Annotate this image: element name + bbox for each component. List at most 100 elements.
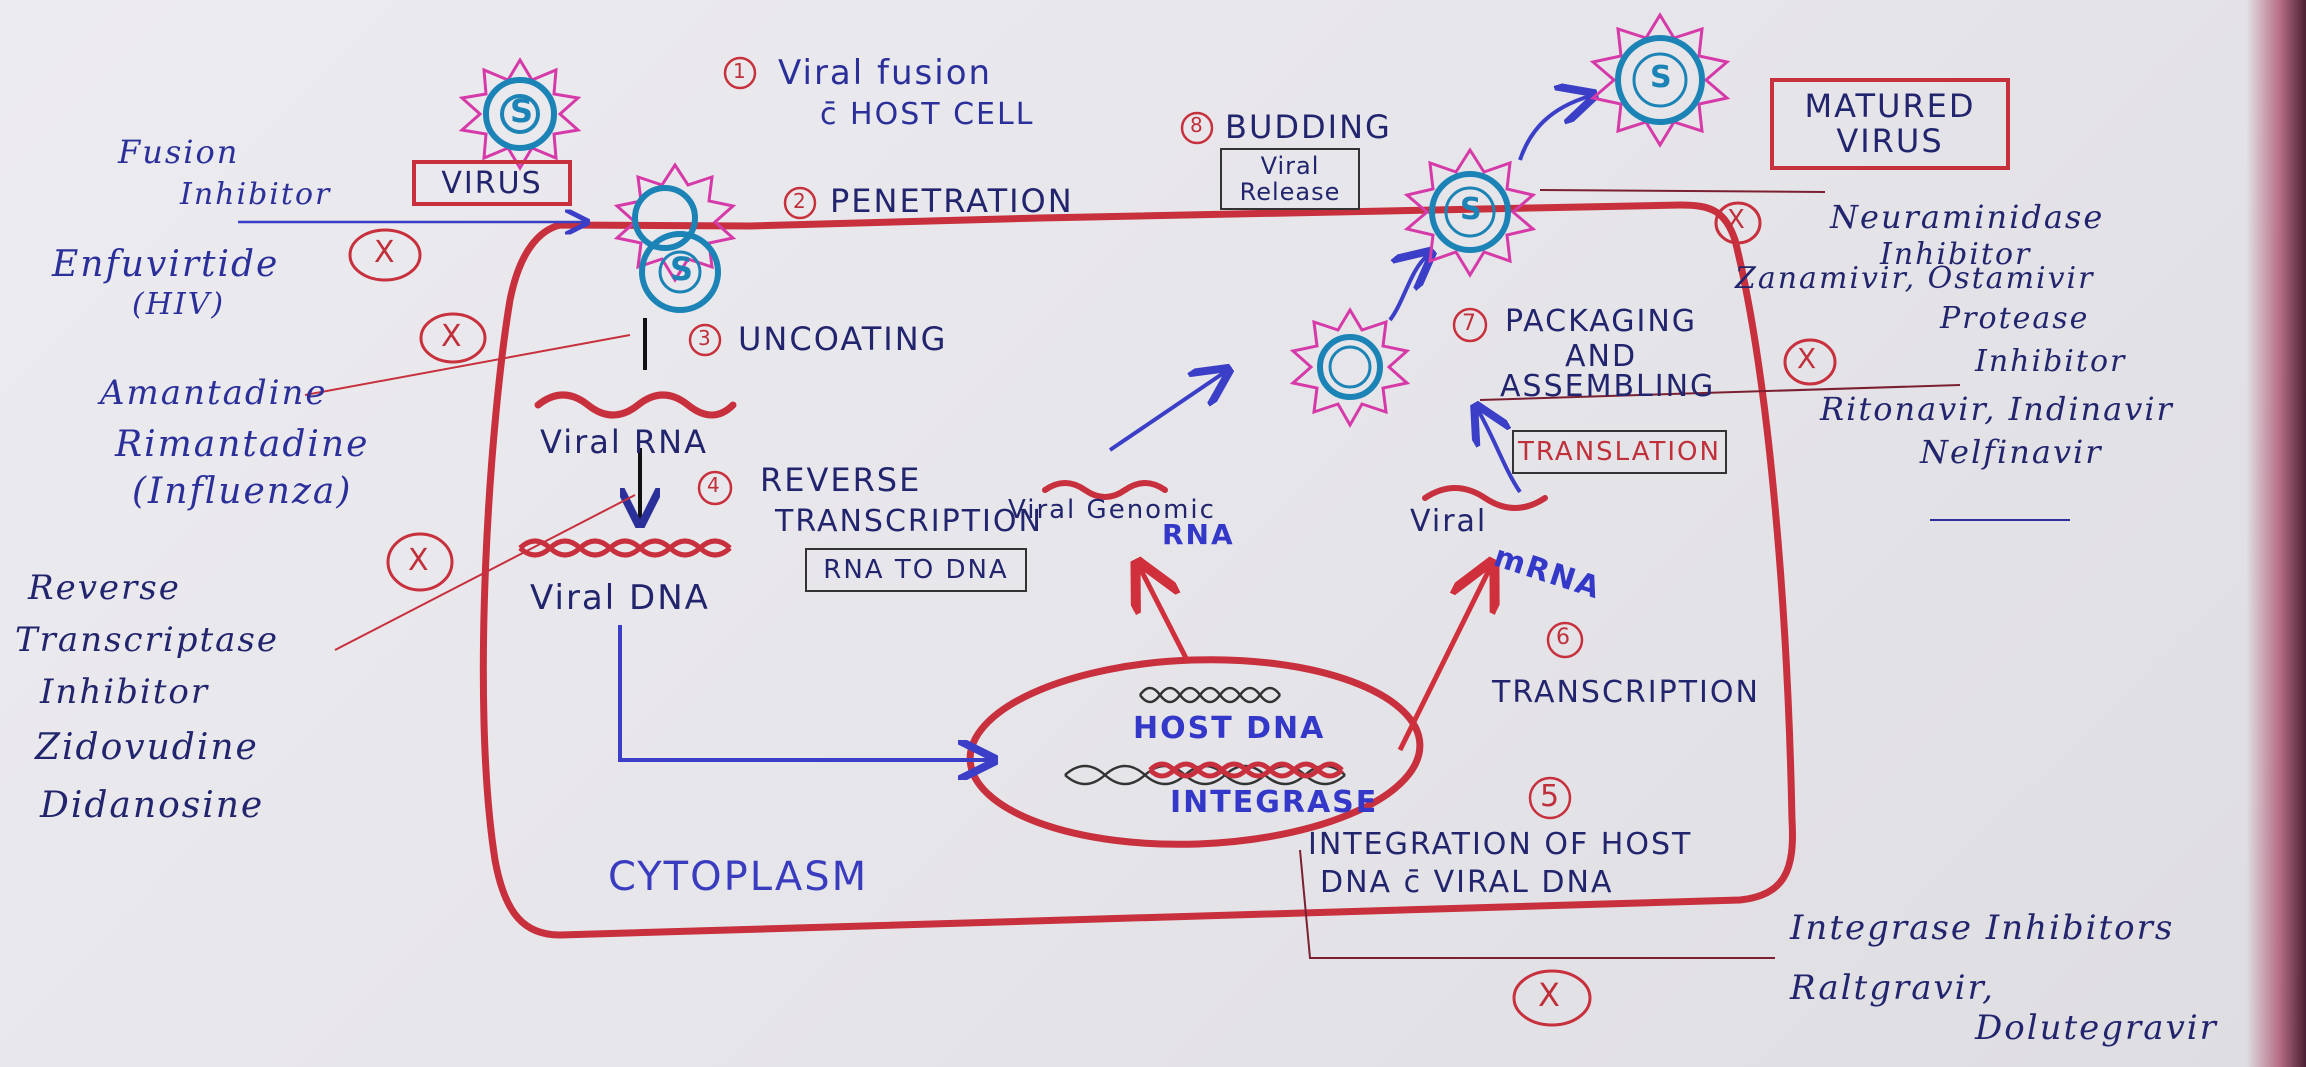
rt-block-mark: X: [408, 543, 431, 578]
viral-dna-strand: [518, 538, 732, 558]
fusion-inhibitor-note: (HIV): [132, 287, 226, 322]
integrase-inhibitor-line3: Dolutegravir: [1975, 1008, 2218, 1048]
step-3-number: 3: [698, 326, 713, 350]
viral-release-line1: Viral: [1260, 151, 1320, 180]
step-6-label: TRANSCRIPTION: [1492, 675, 1760, 710]
fusion-inhibitor-drug: Enfuvirtide: [52, 244, 280, 285]
nucleus-to-mrna-arrow: [1397, 568, 1490, 752]
neuraminidase-pointer: [1539, 189, 1826, 193]
dna-to-nucleus-arrow: [618, 625, 990, 760]
step-1-label-line2: c̄ HOST CELL: [820, 97, 1035, 132]
integrase-inhibitor-line1: Integrase Inhibitors: [1790, 908, 2175, 948]
virus-matured: [1589, 12, 1731, 148]
assembly-to-budding-arrow: [1388, 255, 1428, 322]
virus-free: [458, 57, 582, 171]
host-nucleus: [966, 656, 1424, 848]
step-7-number: 7: [1462, 311, 1478, 336]
viral-release-box: Viral Release: [1220, 148, 1360, 210]
virus-symbol-budding: S: [1460, 192, 1484, 227]
neuraminidase-line2: Inhibitor: [1880, 237, 2032, 272]
uncoating-pointer: [304, 334, 631, 396]
rt-pointer: [334, 494, 636, 651]
virus-label: VIRUS: [441, 165, 543, 201]
protease-drugs-2: Nelfinavir: [1920, 433, 2103, 471]
integrase-pointer: [1299, 849, 1775, 959]
rt-inhibitor-line2: Transcriptase: [15, 620, 279, 660]
viral-dna-label: Viral DNA: [530, 578, 710, 618]
step-6-number: 6: [1556, 625, 1572, 650]
translation-box: TRANSLATION: [1512, 430, 1727, 474]
neuraminidase-line1: Neuraminidase: [1830, 198, 2105, 236]
step-5-label: INTEGRATION OF HOST: [1308, 827, 1693, 862]
integrated-viral-dna: [1148, 761, 1344, 779]
genomic-to-assembly-arrow: [1108, 372, 1225, 452]
step-4-label: REVERSE: [760, 461, 922, 499]
step-7-label-line3: ASSEMBLING: [1500, 369, 1716, 404]
step-2-label: PENETRATION: [830, 182, 1074, 220]
uncoating-drug-2: Rimantadine: [115, 424, 370, 465]
rt-drug-1: Zidovudine: [35, 727, 259, 768]
step-5-number: 5: [1540, 779, 1562, 814]
step-8-number: 8: [1190, 113, 1205, 137]
mrna-to-assembly-arrow: [1478, 410, 1522, 494]
step-4-number: 4: [707, 473, 722, 497]
virus-symbol-penetrating: S: [670, 250, 696, 288]
virus-symbol-matured: S: [1650, 60, 1674, 95]
step-4-label-line2: TRANSCRIPTION: [775, 504, 1043, 539]
step-1-number: 1: [733, 59, 748, 83]
translation-label: TRANSLATION: [1518, 436, 1721, 467]
protease-block-mark: X: [1797, 342, 1819, 375]
uncoating-drug-1: Amantadine: [100, 373, 328, 413]
fusion-inhibitor-line2: Inhibitor: [180, 177, 332, 212]
integrase-inhibitor-line2: Raltgravir,: [1790, 968, 1995, 1008]
matured-virus-line2: VIRUS: [1836, 122, 1944, 160]
rna-to-dna-box: RNA TO DNA: [805, 548, 1027, 592]
genomic-rna-label: RNA: [1162, 518, 1235, 551]
viral-rna-strand: [534, 391, 737, 419]
host-dna-label: HOST DNA: [1133, 711, 1326, 746]
step-number-circles: [688, 56, 1584, 820]
rt-drug-2: Didanosine: [40, 785, 265, 826]
block-circle-group: [348, 201, 1837, 1027]
virus-label-box: VIRUS: [412, 160, 572, 206]
viral-mrna-prefix: Viral: [1410, 504, 1488, 539]
step-2-number: 2: [793, 189, 808, 213]
uncoating-drug-note: (Influenza): [132, 471, 353, 512]
step-5-label-line2: DNA c̄ VIRAL DNA: [1320, 865, 1614, 900]
desk-edge: [2246, 0, 2306, 1067]
cell-membrane: [479, 201, 1796, 939]
step-7-label: PACKAGING: [1505, 304, 1698, 339]
viral-genomic-label: Viral Genomic: [1008, 495, 1216, 525]
virus-penetrating: [613, 162, 737, 313]
neuraminidase-drugs: Zanamivir, Ostamivir: [1735, 261, 2095, 296]
step-7-label-line2: AND: [1565, 339, 1638, 374]
budding-to-matured-arrow: [1518, 96, 1590, 161]
fusion-block-mark: X: [374, 235, 397, 270]
viral-genomic-rna-strand: [1042, 480, 1168, 500]
integrase-block-mark: X: [1538, 976, 1562, 1014]
rt-inhibitor-line3: Inhibitor: [40, 672, 210, 712]
uncoating-block-mark: X: [441, 319, 464, 354]
matured-virus-line1: MATURED: [1804, 86, 1976, 125]
viral-rna-label: Viral RNA: [540, 423, 708, 461]
rt-inhibitor-line1: Reverse: [28, 568, 181, 608]
neuraminidase-block-mark: X: [1727, 205, 1747, 235]
protease-pointer: [1479, 384, 1961, 401]
integrase-label: INTEGRASE: [1170, 785, 1379, 820]
protease-drugs-1: Ritonavir, Indinavir: [1820, 390, 2174, 428]
virus-symbol-free: S: [510, 92, 536, 130]
viral-mrna-strand: [1422, 485, 1548, 511]
protease-line1: Protease: [1940, 301, 2090, 336]
fusion-inhibitor-line1: Fusion: [118, 133, 240, 171]
cytoplasm-label: CYTOPLASM: [608, 854, 869, 900]
nucleus-to-genomic-arrow: [1140, 568, 1191, 664]
step-1-label: Viral fusion: [778, 53, 993, 93]
step-3-label: UNCOATING: [738, 320, 948, 358]
rna-to-dna-label: RNA TO DNA: [823, 554, 1009, 585]
matured-virus-box: MATURED VIRUS: [1770, 78, 2010, 170]
virus-budding: [1403, 147, 1537, 278]
virus-assembling: [1289, 307, 1411, 429]
protease-line2: Inhibitor: [1975, 344, 2127, 379]
